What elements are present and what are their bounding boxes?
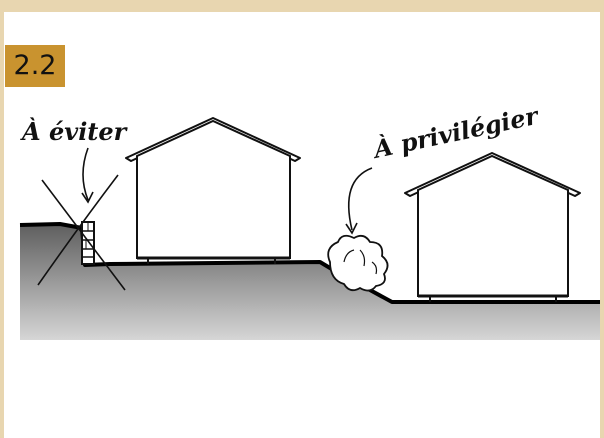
retaining-wall-icon bbox=[81, 221, 95, 265]
ground-profile-line bbox=[19, 222, 600, 304]
house-icon bbox=[125, 117, 301, 264]
figure-number-badge: 2.2 bbox=[5, 45, 65, 87]
prefer-label: À privilégier bbox=[369, 100, 542, 164]
shrub-icon bbox=[327, 234, 389, 292]
prefer-arrow bbox=[348, 167, 373, 231]
cross-mark-icon bbox=[37, 174, 126, 291]
house-icon bbox=[404, 152, 581, 302]
avoid-arrow bbox=[82, 147, 89, 201]
avoid-label: À éviter bbox=[20, 117, 129, 146]
ground-section bbox=[20, 224, 600, 340]
